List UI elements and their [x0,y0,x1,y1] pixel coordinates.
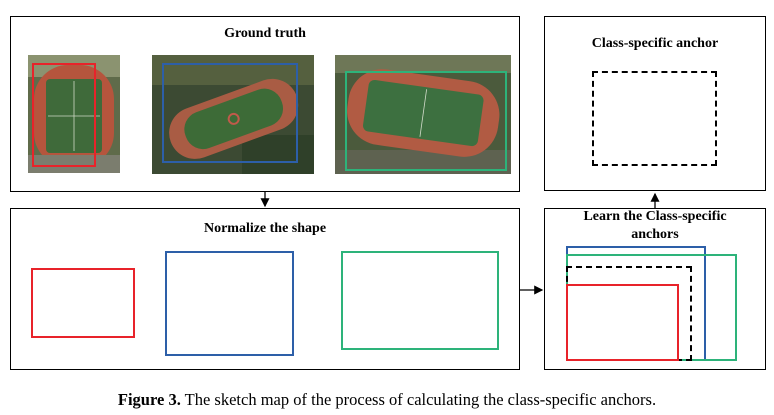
ground-truth-box-blue [162,63,298,163]
figure-caption: Figure 3. The sketch map of the process … [0,390,774,410]
stadium-image-1 [28,55,120,173]
normalize-panel: Normalize the shape [10,208,520,370]
normalize-title: Normalize the shape [203,221,327,236]
ground-truth-box-red [32,63,96,167]
stadium-image-2 [152,55,314,174]
anchor-box-dashed [592,71,717,166]
anchor-title: Class-specific anchor [591,36,719,51]
anchor-panel: Class-specific anchor [544,16,766,191]
learn-box-red [566,284,679,361]
normalized-box-blue [165,251,294,356]
stadium-image-3 [335,55,511,174]
normalized-box-green [341,251,499,350]
learn-title-line-2: anchors [631,227,679,242]
ground-truth-box-green [345,71,507,171]
learn-panel: Learn the Class-specific anchors [544,208,766,370]
ground-truth-title: Ground truth [224,26,306,41]
normalized-box-red [31,268,135,338]
ground-truth-panel: Ground truth [10,16,520,192]
caption-text: The sketch map of the process of calcula… [180,390,657,409]
learn-title-line-1: Learn the Class-specific [583,209,727,224]
caption-label: Figure 3. [117,390,181,409]
